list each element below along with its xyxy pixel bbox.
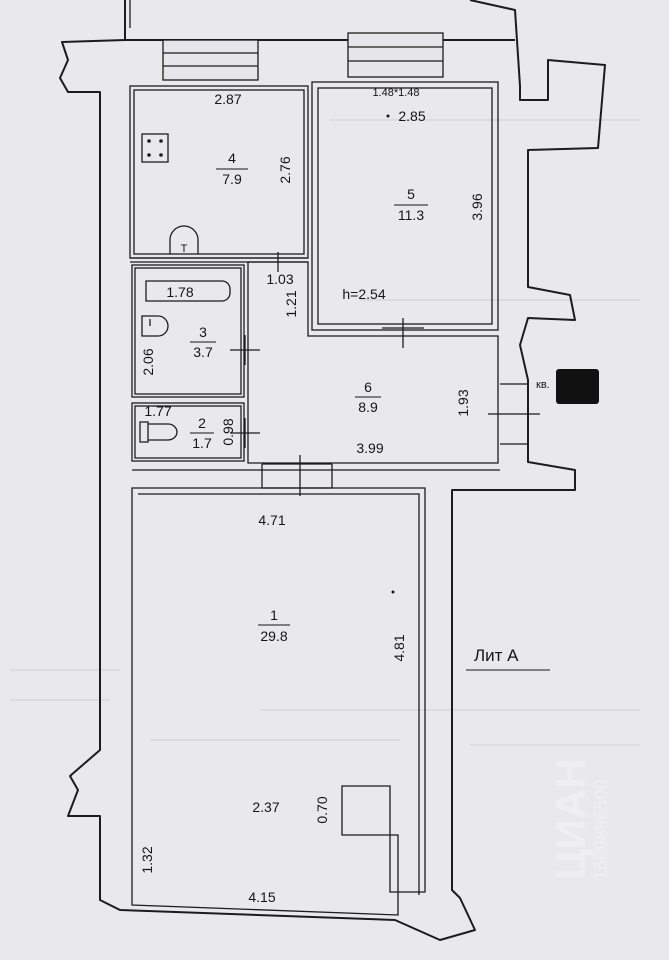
cian-watermark: ЦИАН 1509896500 (547, 758, 611, 880)
dim-corridor-width: 1.03 (266, 271, 293, 287)
room-number: 4 (228, 150, 236, 166)
ceiling-height-label: h=2.54 (342, 286, 385, 302)
room-area: 29.8 (260, 628, 287, 644)
room-number: 5 (407, 186, 415, 202)
room-area: 3.7 (193, 344, 213, 360)
kitchen-sink-icon: T (169, 225, 199, 255)
dim-room1-mid: 2.37 (252, 799, 279, 815)
dim-bathtub-length: 1.78 (166, 284, 193, 300)
litera-label-group: Лит А (466, 646, 550, 671)
room-label-5: 5 11.3 (394, 186, 428, 223)
dim-hall-width: 3.99 (356, 440, 383, 456)
dim-room1-width: 4.71 (258, 512, 285, 528)
redaction-box (556, 369, 599, 404)
room-label-2: 2 1.7 (190, 415, 214, 451)
apartment-tag: кв. (536, 369, 599, 404)
litera-label: Лит А (474, 646, 519, 665)
room-number: 2 (198, 415, 206, 431)
dim-room4-width: 2.87 (214, 91, 241, 107)
apartment-label: кв. (536, 379, 550, 391)
room-area: 8.9 (358, 399, 378, 415)
room-label-6: 6 8.9 (355, 379, 381, 415)
room-area: 1.7 (192, 435, 212, 451)
dim-room1-depth: 4.81 (391, 634, 407, 661)
stove-icon (141, 133, 169, 163)
room-number: 1 (270, 607, 278, 623)
dim-wc-depth: 0.98 (220, 418, 236, 445)
background-ghost-print (10, 119, 640, 746)
doorways (230, 252, 540, 496)
window-left (162, 39, 259, 81)
window-right (347, 32, 444, 78)
watermark-brand: ЦИАН (547, 758, 594, 880)
dim-room5-depth: 3.96 (469, 193, 485, 220)
dim-bathroom-depth: 2.06 (140, 348, 156, 375)
dimension-labels: 2.87 2.76 1.48*1.48 2.85 3.96 h=2.54 1.0… (139, 87, 485, 905)
room-number: 6 (364, 379, 372, 395)
dim-room1-bottom: 4.15 (248, 889, 275, 905)
room-number: 3 (199, 324, 207, 340)
room-area: 7.9 (222, 171, 242, 187)
window-size-label: 1.48*1.48 (372, 87, 419, 99)
watermark-digits: 1509896500 (591, 780, 611, 880)
dim-corridor-depth: 1.21 (283, 290, 299, 317)
stove-symbol-label: T (181, 243, 188, 255)
room-label-4: 4 7.9 (216, 150, 248, 187)
washbasin-icon (141, 315, 169, 337)
bathtub-icon (145, 280, 231, 302)
dim-hall-depth: 1.93 (455, 389, 471, 416)
interior-walls (129, 81, 500, 916)
room-area: 11.3 (398, 207, 424, 223)
dim-wc-width: 1.77 (144, 403, 171, 419)
room-label-1: 1 29.8 (258, 607, 290, 644)
room-label-3: 3 3.7 (190, 324, 216, 360)
dim-room1-left: 1.32 (139, 846, 155, 873)
toilet-icon (139, 421, 178, 443)
dim-room5-width: 2.85 (398, 108, 425, 124)
dim-room4-depth: 2.76 (277, 156, 293, 183)
dim-room1-niche: 0.70 (314, 796, 330, 823)
